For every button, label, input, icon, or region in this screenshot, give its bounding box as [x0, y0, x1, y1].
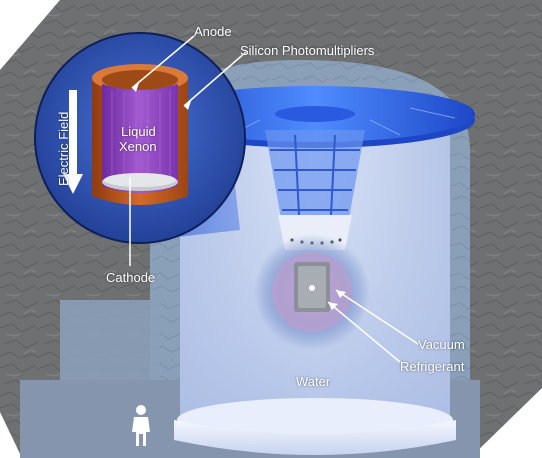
label-silicon-photomultipliers: Silicon Photomultipliers	[240, 43, 375, 58]
label-refrigerant: Refrigerant	[400, 359, 465, 374]
label-anode: Anode	[194, 24, 232, 39]
label-liquid: Liquid	[121, 124, 156, 139]
label-vacuum: Vacuum	[418, 337, 465, 352]
label-electric-field: Electric Field	[56, 111, 71, 186]
tank-base	[174, 420, 456, 455]
electric-field-arrow-icon	[63, 90, 83, 194]
liquid-xenon	[102, 84, 178, 193]
label-water: Water	[296, 374, 331, 389]
support-cone	[265, 130, 365, 240]
person-icon	[132, 405, 150, 446]
label-xenon: Xenon	[119, 139, 157, 154]
side-tunnel	[60, 300, 160, 380]
label-cathode: Cathode	[106, 270, 156, 285]
